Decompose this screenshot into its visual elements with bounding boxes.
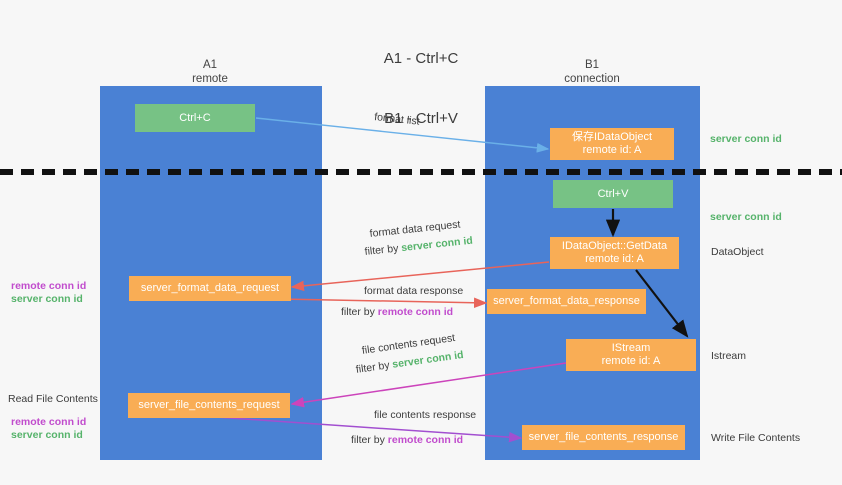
edge-label-format-data-response: format data response xyxy=(364,284,463,298)
annotation-istream: Istream xyxy=(711,349,746,363)
node-ctrl-v-label: Ctrl+V xyxy=(597,187,629,200)
edge-filter-key-server-conn-id: server conn id xyxy=(400,234,474,255)
node-ctrl-c[interactable]: Ctrl+C xyxy=(135,104,255,132)
annotation-remote-conn-id-2: remote conn id xyxy=(11,415,86,429)
annotation-remote-conn-id-2-text: remote conn id xyxy=(11,416,87,428)
annotation-server-conn-id-2: server conn id xyxy=(11,428,83,442)
node-server-format-data-response-label: server_format_data_response xyxy=(493,295,640,307)
node-server-file-contents-request[interactable]: server_file_contents_request xyxy=(128,393,290,418)
node-server-file-contents-request-label: server_file_contents_request xyxy=(138,399,280,411)
node-getdata-label: IDataObject::GetData xyxy=(561,240,668,252)
annotation-read-file-contents: Read File Contents xyxy=(8,392,98,406)
phase-divider xyxy=(0,169,842,175)
node-getdata[interactable]: IDataObject::GetData remote id: A xyxy=(550,237,679,269)
node-server-format-data-response[interactable]: server_format_data_response xyxy=(487,289,646,314)
annotation-server-conn-id-top-text: server conn id xyxy=(710,133,782,145)
node-istream-sublabel: remote id: A xyxy=(601,355,661,367)
edge-filter-prefix: filter by xyxy=(364,242,402,258)
annotation-server-conn-id-top: server conn id xyxy=(710,132,782,146)
node-server-file-contents-response-label: server_file_contents_response xyxy=(528,431,679,443)
edge-label-file-contents-response: file contents response xyxy=(374,408,476,422)
column-header-b1-sub: connection xyxy=(564,73,620,85)
annotation-dataobject: DataObject xyxy=(711,245,764,259)
edge-label-format-data-response-filter: filter by remote conn id xyxy=(341,305,453,319)
column-header-a1-sub: remote xyxy=(192,73,228,85)
edge-filter-prefix-4: filter by xyxy=(351,434,388,446)
annotation-dataobject-text: DataObject xyxy=(711,246,764,258)
annotation-server-conn-id-mid: server conn id xyxy=(710,210,782,224)
annotation-server-conn-id-2-text: server conn id xyxy=(11,429,83,441)
annotation-istream-text: Istream xyxy=(711,350,747,362)
annotation-write-file-contents: Write File Contents xyxy=(711,431,800,445)
annotation-remote-conn-id-1-text: remote conn id xyxy=(11,280,87,292)
column-header-b1: B1 connection xyxy=(512,58,672,86)
annotation-server-conn-id-1-text: server conn id xyxy=(11,293,83,305)
column-header-b1-name: B1 xyxy=(584,59,600,71)
edge-label-format-data-response-text: format data response xyxy=(364,285,464,297)
annotation-remote-conn-id-1: remote conn id xyxy=(11,279,86,293)
node-server-file-contents-response[interactable]: server_file_contents_response xyxy=(522,425,685,450)
edge-filter-prefix-3: filter by xyxy=(355,358,394,376)
node-server-format-data-request-label: server_format_data_request xyxy=(140,282,280,294)
annotation-server-conn-id-mid-text: server conn id xyxy=(710,211,782,223)
node-server-format-data-request[interactable]: server_format_data_request xyxy=(129,276,291,301)
node-save-dataobject[interactable]: 保存IDataObject remote id: A xyxy=(550,128,674,160)
column-header-a1: A1 remote xyxy=(130,58,290,86)
node-ctrl-c-label: Ctrl+C xyxy=(179,111,211,124)
node-getdata-sublabel: remote id: A xyxy=(585,253,644,265)
edge-label-file-contents-response-filter: filter by remote conn id xyxy=(351,433,463,447)
node-ctrl-v[interactable]: Ctrl+V xyxy=(553,180,673,208)
edge-filter-key-remote-conn-id: remote conn id xyxy=(377,306,454,318)
node-save-dataobject-sublabel: remote id: A xyxy=(582,144,642,156)
annotation-server-conn-id-1: server conn id xyxy=(11,292,83,306)
column-header-a1-name: A1 xyxy=(202,59,218,71)
title-line-1: A1 - Ctrl+C xyxy=(383,50,459,67)
annotation-write-file-contents-text: Write File Contents xyxy=(711,432,801,444)
node-save-dataobject-label: 保存IDataObject xyxy=(571,131,653,143)
edge-label-file-contents-response-text: file contents response xyxy=(374,409,477,421)
node-istream[interactable]: IStream remote id: A xyxy=(566,339,696,371)
edge-filter-key-remote-conn-id-2: remote conn id xyxy=(387,434,464,446)
edge-filter-prefix-2: filter by xyxy=(341,306,378,318)
node-istream-label: IStream xyxy=(611,342,651,354)
annotation-read-file-contents-text: Read File Contents xyxy=(8,393,98,405)
